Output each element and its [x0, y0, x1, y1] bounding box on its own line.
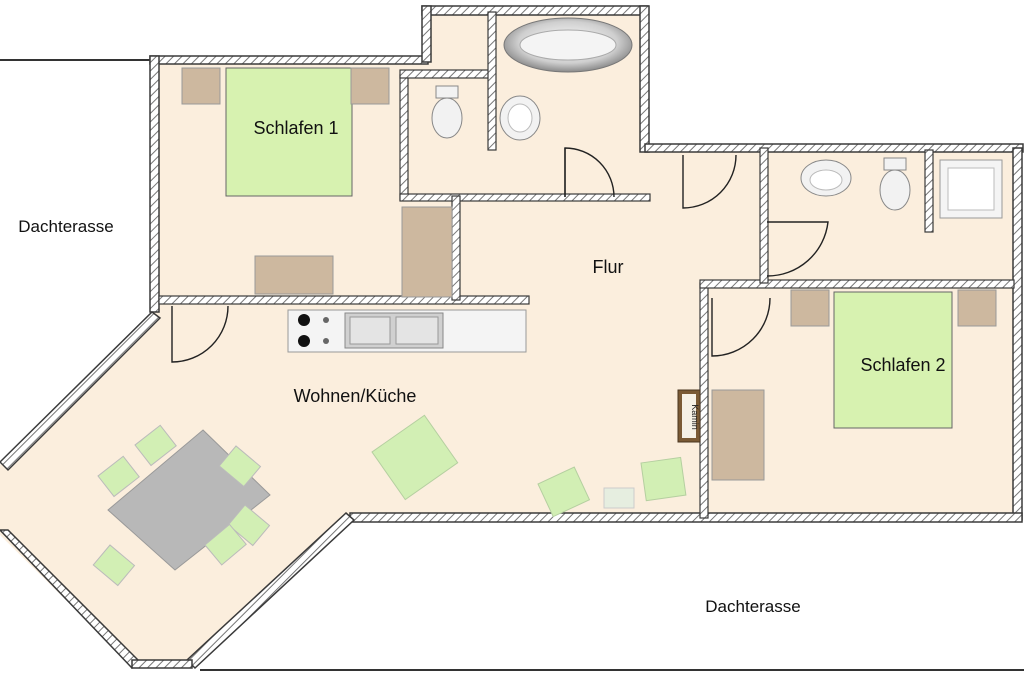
toilet-1 [431, 97, 463, 139]
bathroom-1-fixtures [431, 17, 633, 141]
nightstand-2a [790, 289, 830, 327]
dining-chair [134, 424, 177, 467]
fireplace: Kamin [677, 389, 701, 443]
terrace-outlines [0, 59, 1024, 671]
interior-walls [158, 11, 1015, 519]
dining-chair [97, 455, 140, 498]
lounge-seating [371, 414, 687, 518]
toilet-2 [879, 169, 911, 211]
room-label-schlafen-1: Schlafen 1 [253, 118, 338, 138]
nightstand-1b [350, 67, 390, 105]
doors [171, 147, 829, 363]
dining-chair [218, 445, 262, 488]
armchair [371, 414, 459, 501]
nightstand-2b [957, 289, 997, 327]
desk-2 [711, 389, 765, 481]
terrace-label-bottom: Dachterasse [705, 597, 800, 616]
stove-burner [298, 335, 310, 347]
dining-chair [227, 504, 271, 547]
stove-burner [298, 314, 310, 326]
bed-2 [833, 291, 953, 429]
nightstand-1a [181, 67, 221, 105]
dining-chair [92, 544, 136, 587]
dining-chair [204, 523, 247, 566]
fireplace-label: Kamin [690, 404, 700, 430]
room-label-schlafen-2: Schlafen 2 [860, 355, 945, 375]
bedroom-2-furniture [711, 289, 997, 481]
terrace-label-left: Dachterasse [18, 217, 113, 236]
coffee-table [603, 487, 635, 509]
room-label-wohnen-kueche: Wohnen/Küche [294, 386, 417, 406]
dining-set [92, 424, 271, 587]
armchair [537, 466, 591, 518]
bedroom-1-furniture [181, 67, 453, 298]
bed-1 [225, 67, 353, 197]
desk-1 [254, 255, 334, 295]
armchair [640, 456, 687, 502]
bathroom-2-fixtures [800, 157, 1003, 219]
room-label-flur: Flur [593, 257, 624, 277]
kitchen-counter [287, 309, 527, 353]
wardrobe-1 [401, 206, 453, 298]
outer-walls [0, 5, 1024, 670]
